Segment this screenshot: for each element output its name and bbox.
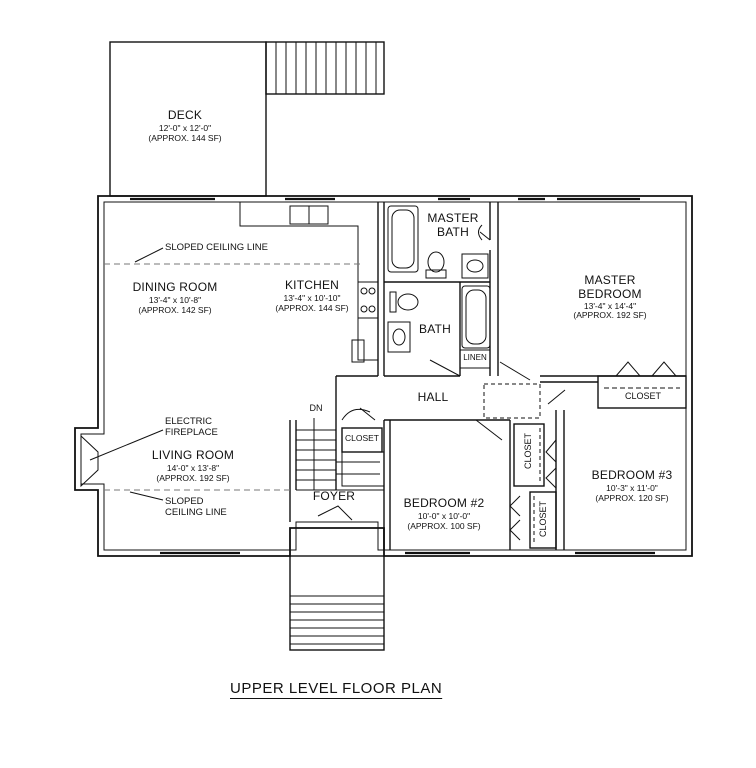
sloped-ceiling-note-top: SLOPED CEILING LINE [165, 242, 268, 253]
room-dimensions: 14'-0" x 13'-8" [166, 463, 220, 474]
room-name: DECK [167, 108, 203, 122]
room-name: KITCHEN [284, 278, 340, 292]
bathtub [387, 205, 419, 273]
room-label-bedroom3: BEDROOM #3 10'-3" x 11'-0" (APPROX. 120 … [582, 466, 682, 504]
bathtub [461, 285, 491, 349]
room-dimensions: 13'-4" x 14'-4" [583, 300, 637, 311]
room-label-foyer: FOYER [312, 489, 356, 503]
room-label-living: LIVING ROOM 14'-0" x 13'-8" (APPROX. 192… [138, 446, 248, 484]
room-name: BATH [419, 322, 451, 336]
bedroom2-closet [529, 491, 557, 549]
room-area: (APPROX. 120 SF) [595, 493, 669, 504]
room-dimensions: 13'-4" x 10'-8" [148, 295, 202, 306]
deck-stairs [265, 41, 385, 95]
bedroom3-closet-label: CLOSET [523, 433, 533, 470]
room-label-kitchen: KITCHEN 13'-4" x 10'-10" (APPROX. 144 SF… [262, 276, 362, 314]
vanity [387, 321, 411, 353]
note-line1: SLOPED [165, 496, 204, 507]
room-label-dining: DINING ROOM 13'-4" x 10'-8" (APPROX. 142… [120, 278, 230, 316]
note-line1: ELECTRIC [165, 416, 212, 427]
front-stairs [289, 555, 385, 651]
linen-closet [459, 349, 491, 369]
fireplace [80, 434, 99, 488]
kitchen-counter [239, 202, 378, 361]
room-label-bath: BATH [410, 320, 460, 338]
note-line2: CEILING LINE [165, 507, 227, 519]
note-line2: FIREPLACE [165, 427, 218, 439]
toilet [427, 251, 445, 273]
exterior-wall-inner [80, 201, 687, 551]
room-label-master-bedroom: MASTER BEDROOM 13'-4" x 14'-4" (APPROX. … [560, 273, 660, 321]
sloped-ceiling-note-bottom: SLOPED CEILING LINE [165, 496, 227, 519]
master-closet-label: CLOSET [624, 391, 661, 401]
room-name-line2: BATH [437, 224, 469, 239]
room-dimensions: 10'-3" x 11'-0" [606, 483, 658, 494]
toilet [397, 293, 419, 311]
room-area: (APPROX. 192 SF) [573, 310, 647, 321]
room-label-hall: HALL [417, 390, 449, 404]
room-dimensions: 12'-0" x 12'-0" [158, 123, 212, 134]
room-label-deck: DECK 12'-0" x 12'-0" (APPROX. 144 SF) [130, 106, 240, 144]
room-name-line1: MASTER [584, 273, 636, 287]
room-name: BEDROOM #2 [403, 496, 485, 510]
room-name-line1: MASTER [427, 211, 479, 225]
room-area: (APPROX. 142 SF) [138, 305, 212, 316]
room-name: LIVING ROOM [151, 448, 235, 462]
room-dimensions: 13'-4" x 10'-10" [283, 293, 341, 304]
vanity [461, 253, 489, 279]
room-name: DINING ROOM [132, 280, 218, 294]
room-area: (APPROX. 192 SF) [156, 473, 230, 484]
room-dimensions: 10'-0" x 10'-0" [417, 511, 471, 522]
bedroom2-closet-label: CLOSET [538, 501, 548, 538]
stairs-down-label: DN [309, 403, 323, 413]
room-area: (APPROX. 100 SF) [407, 521, 481, 532]
room-label-master-bath: MASTER BATH [420, 211, 486, 240]
plan-title: UPPER LEVEL FLOOR PLAN [230, 680, 443, 697]
bedroom3-closet [513, 423, 545, 487]
foyer-closet-label: CLOSET [344, 433, 379, 443]
room-area: (APPROX. 144 SF) [275, 303, 349, 314]
electric-fireplace-note: ELECTRIC FIREPLACE [165, 416, 218, 439]
room-area: (APPROX. 144 SF) [148, 133, 222, 144]
room-name-line2: BEDROOM [578, 286, 642, 301]
room-name: BEDROOM #3 [591, 468, 673, 482]
room-label-bedroom2: BEDROOM #2 10'-0" x 10'-0" (APPROX. 100 … [394, 494, 494, 532]
linen-label: LINEN [463, 353, 487, 362]
master-closet [597, 375, 687, 409]
